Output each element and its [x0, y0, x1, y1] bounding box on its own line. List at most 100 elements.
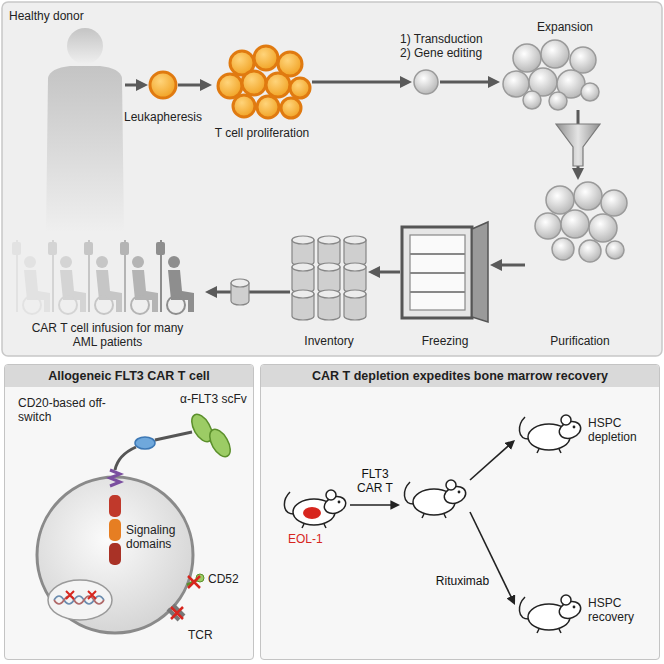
mouse-eye — [458, 491, 461, 494]
edge-label: FLT3 CAR T — [351, 467, 399, 495]
vial-cap — [318, 236, 340, 244]
svg-circle — [541, 40, 569, 68]
t-cell-cluster: T cell proliferation — [212, 45, 312, 120]
node-label: Freezing — [422, 334, 469, 348]
wheel — [131, 296, 149, 314]
mouse-eye — [573, 426, 576, 429]
mouse: EOL-1 — [280, 480, 350, 530]
mouse-eye — [573, 606, 576, 609]
patients-figures — [12, 240, 194, 314]
svg-circle — [254, 46, 278, 70]
patient-body — [24, 270, 50, 312]
freezer: Freezing — [400, 225, 490, 320]
label-text: Inventory — [304, 334, 353, 348]
label-text: Leukapheresis — [124, 110, 202, 124]
label-text: 1) Transduction — [400, 32, 483, 46]
transduced-cell — [414, 70, 438, 94]
arrow-connector — [178, 84, 206, 87]
svg-rect — [402, 227, 472, 318]
iv-bag — [120, 242, 129, 255]
donor-silhouette — [46, 28, 124, 232]
mouse-outline — [280, 480, 350, 530]
svg-circle — [233, 95, 255, 117]
svg-line — [410, 253, 465, 255]
wheel — [59, 296, 77, 314]
mouse-feet — [537, 629, 561, 633]
node-label: Leukapheresis — [124, 110, 202, 124]
svg-circle — [257, 96, 279, 118]
vial-cap — [344, 236, 366, 244]
vial-cap — [318, 263, 340, 271]
label-text: Purification — [550, 334, 609, 348]
expansion-cluster: Expansion — [500, 40, 600, 110]
patient-head — [96, 256, 108, 268]
mouse-outline — [515, 405, 585, 455]
svg-circle — [67, 28, 103, 64]
vial-cap — [344, 290, 366, 298]
svg-circle — [503, 71, 529, 97]
svg-line — [155, 432, 192, 440]
label-text: CAR T cell infusion for many AML patient… — [23, 321, 193, 349]
svg-circle — [513, 44, 541, 72]
node-label: 1) Transduction2) Gene editing — [400, 32, 483, 60]
arrow-connector — [374, 271, 400, 274]
mouse-ear — [326, 490, 336, 500]
node-label: Purification — [550, 334, 609, 348]
mouse-feet — [302, 524, 326, 528]
mouse: HSPC recovery — [515, 585, 585, 635]
iv-bag — [84, 242, 93, 255]
mouse-outline — [400, 470, 470, 520]
mouse-ear — [561, 415, 571, 425]
mouse-feet — [422, 514, 446, 518]
svg-circle — [523, 91, 541, 109]
mouse-eye — [338, 501, 341, 504]
svg-path — [54, 596, 104, 604]
funnel — [556, 124, 600, 166]
node-label: Expansion — [537, 20, 593, 34]
svg-ellipse — [135, 437, 155, 449]
patient-body — [60, 270, 86, 312]
panel-title: Allogeneic FLT3 CAR T cell — [48, 369, 210, 383]
label-text: HSPC depletion — [588, 416, 658, 444]
tumor-spot — [303, 507, 321, 519]
panel-title-band: Allogeneic FLT3 CAR T cell — [5, 365, 253, 387]
arrow-connector — [211, 291, 290, 294]
expansion-cluster — [503, 40, 599, 110]
label-text: Expansion — [537, 20, 593, 34]
svg-polyline — [110, 470, 120, 486]
arrow-connector — [312, 81, 406, 84]
svg-path — [66, 591, 96, 599]
purification-cluster: Purification — [525, 180, 635, 280]
node-label: HSPC recovery — [588, 596, 658, 624]
mouse-outline — [515, 585, 585, 635]
svg-circle — [579, 240, 601, 262]
svg-circle — [574, 182, 602, 210]
mouse-ear — [446, 480, 456, 490]
svg-circle — [546, 186, 574, 214]
purification-cluster — [535, 182, 627, 262]
svg-rect — [109, 495, 121, 517]
transduction-cell: 1) Transduction2) Gene editing — [412, 68, 440, 96]
svg-circle — [218, 74, 242, 98]
svg-line — [410, 272, 465, 274]
callout-label: TCR — [188, 628, 213, 642]
patient-head — [168, 256, 180, 268]
svg-circle — [606, 241, 624, 259]
svg-rect — [109, 543, 121, 565]
vial-cap — [292, 236, 314, 244]
mouse-feet — [537, 449, 561, 453]
node-label: Inventory — [304, 334, 353, 348]
patient-head — [60, 256, 72, 268]
svg-path — [46, 66, 124, 232]
t-cell-cluster — [218, 46, 310, 118]
callout-label: α-FLT3 scFv — [180, 392, 247, 406]
svg-path — [171, 607, 183, 619]
svg-path — [54, 596, 104, 604]
label-text: EOL-1 — [288, 532, 323, 546]
svg-circle — [589, 214, 617, 242]
arrow-connector — [496, 264, 525, 267]
svg-ellipse — [48, 580, 112, 620]
arrow-connector — [125, 84, 142, 87]
inventory-vials — [292, 236, 366, 320]
